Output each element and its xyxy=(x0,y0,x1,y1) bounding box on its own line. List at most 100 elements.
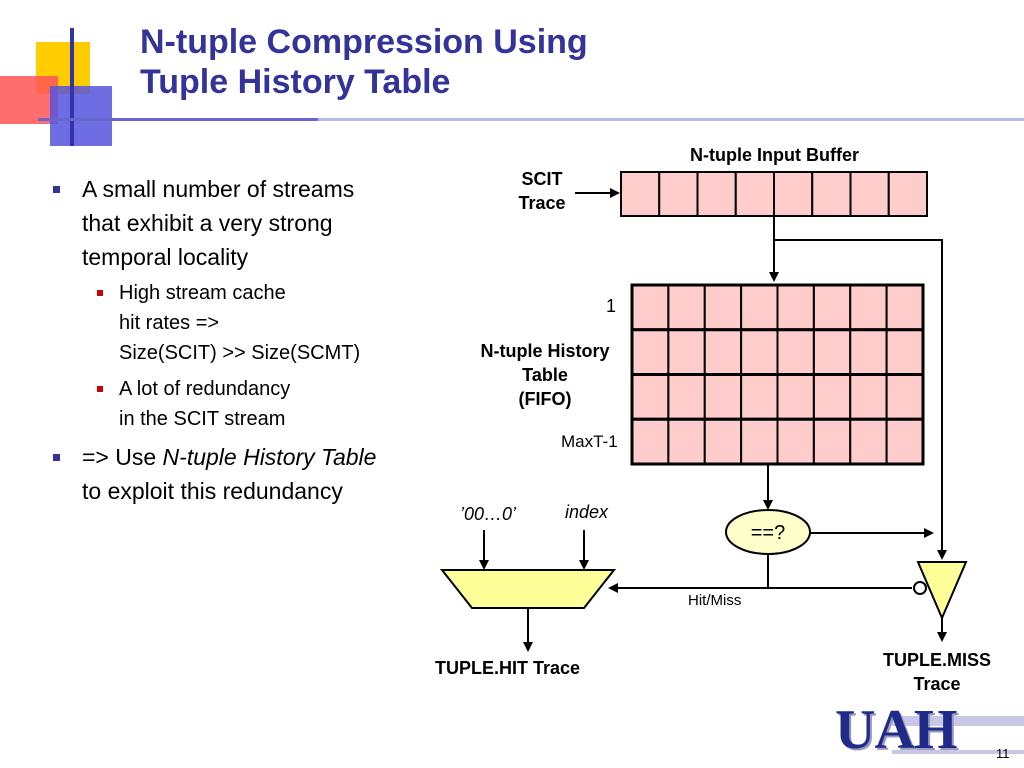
table-cell xyxy=(740,373,779,421)
table-cell xyxy=(667,373,706,421)
table-cell xyxy=(631,418,670,465)
uah-logo: UAH xyxy=(835,699,957,761)
buffer-cell xyxy=(658,171,699,217)
table-cell xyxy=(667,284,706,331)
history-label-line-1: N-tuple History xyxy=(480,341,610,361)
sub-bullet-1-line-2: hit rates => xyxy=(119,312,220,334)
table-cell xyxy=(776,284,815,331)
table-cell xyxy=(776,373,815,421)
inverter-bubble xyxy=(913,581,927,595)
table-cell xyxy=(812,328,852,376)
zeros-input-label: ’00…0’ xyxy=(460,504,517,524)
vertical-rule xyxy=(70,28,74,146)
history-label-line-2: Table xyxy=(522,365,568,385)
buffer-cell xyxy=(773,171,814,217)
buffer-to-miss-arrow xyxy=(774,239,947,560)
logo-bar-top xyxy=(892,716,1024,726)
miss-trace-label: TUPLE.MISS Trace xyxy=(866,648,1008,696)
table-cell xyxy=(703,373,743,421)
sub-bullet-1-line-3: Size(SCIT) >> Size(SCMT) xyxy=(119,342,361,364)
buffer-cell xyxy=(849,171,890,217)
miss-gate xyxy=(916,561,968,621)
bullet-2-prefix: => Use xyxy=(82,444,163,470)
scit-trace-label: SCIT Trace xyxy=(510,167,574,215)
buffer-cell xyxy=(887,171,928,217)
buffer-cell xyxy=(696,171,737,217)
title-line-1: N-tuple Compression Using xyxy=(140,23,588,61)
table-cell xyxy=(667,418,706,465)
bullet-marker xyxy=(53,454,60,461)
comparator-oval xyxy=(725,509,811,555)
table-cell xyxy=(885,373,924,421)
sub-bullet-1-line-1: High stream cache xyxy=(119,282,286,304)
corner-decoration xyxy=(0,28,1024,146)
multiplexer xyxy=(439,569,617,609)
scit-label-line-2: Trace xyxy=(518,193,566,213)
title-underline-accent xyxy=(38,118,318,121)
bullet-marker xyxy=(53,186,60,193)
sub-bullet-marker xyxy=(97,290,103,296)
bullet-2-line-1: => Use N-tuple History Table xyxy=(82,440,450,474)
table-cell xyxy=(703,418,743,465)
table-cell xyxy=(849,418,888,465)
logo-bar-bottom xyxy=(892,750,1024,754)
table-cell xyxy=(776,418,815,465)
table-cell xyxy=(631,284,670,331)
table-cell xyxy=(776,328,815,376)
logo-bars xyxy=(892,716,1024,754)
page-number: 11 xyxy=(996,746,1010,761)
sub-bullet-2: A lot of redundancy in the SCIT stream xyxy=(50,374,450,434)
miss-label-line-2: Trace xyxy=(913,674,961,694)
table-cell xyxy=(740,418,779,465)
table-row xyxy=(630,417,925,466)
table-cell xyxy=(849,373,888,421)
history-table xyxy=(630,283,925,466)
row-first-label: 1 xyxy=(606,296,617,316)
sub-bullet-marker xyxy=(97,386,103,392)
table-cell xyxy=(885,328,924,376)
hit-miss-select-arrow xyxy=(608,555,769,593)
buffer-cell xyxy=(734,171,775,217)
blue-square xyxy=(50,86,112,146)
table-cell xyxy=(849,328,888,376)
index-input-label: index xyxy=(565,502,609,522)
bullet-list: A small number of streams that exhibit a… xyxy=(50,172,450,512)
slide-title: N-tuple Compression Using Tuple History … xyxy=(140,22,588,102)
bullet-2-emphasis: N-tuple History Table xyxy=(162,444,377,470)
sub-bullet-1: High stream cache hit rates => Size(SCIT… xyxy=(50,278,450,368)
table-cell xyxy=(812,284,852,331)
bullet-1-line-2: that exhibit a very strong xyxy=(82,210,333,236)
bullet-1: A small number of streams that exhibit a… xyxy=(50,172,450,274)
red-square xyxy=(0,76,58,124)
bullet-2: => Use N-tuple History Table to exploit … xyxy=(50,440,450,508)
table-cell xyxy=(812,418,852,465)
buffer-cell xyxy=(811,171,852,217)
bullet-2-line-2: to exploit this redundancy xyxy=(82,478,343,504)
table-cell xyxy=(849,284,888,331)
history-label-line-3: (FIFO) xyxy=(518,389,572,409)
hit-trace-label: TUPLE.HIT Trace xyxy=(435,658,581,678)
table-cell xyxy=(885,418,924,465)
table-cell xyxy=(740,284,779,331)
table-cell xyxy=(631,328,670,376)
input-buffer xyxy=(620,171,928,217)
history-table-label: N-tuple History Table (FIFO) xyxy=(458,339,632,411)
row-last-label: MaxT-1 xyxy=(561,432,618,451)
scit-label-line-1: SCIT xyxy=(521,169,563,189)
hit-miss-label: Hit/Miss xyxy=(688,592,742,609)
table-cell xyxy=(631,373,670,421)
sub-bullet-2-line-2: in the SCIT stream xyxy=(119,408,286,430)
table-cell xyxy=(703,284,743,331)
input-buffer-label: N-tuple Input Buffer xyxy=(690,145,859,165)
bullet-1-line-1: A small number of streams xyxy=(82,176,355,202)
table-cell xyxy=(812,373,852,421)
title-line-2: Tuple History Table xyxy=(140,63,451,101)
bullet-1-line-3: temporal locality xyxy=(82,244,249,270)
sub-bullet-2-line-1: A lot of redundancy xyxy=(119,378,291,400)
title-underline xyxy=(38,118,1024,121)
table-cell xyxy=(740,328,779,376)
table-cell xyxy=(667,328,706,376)
table-cell xyxy=(885,284,924,331)
miss-label-line-1: TUPLE.MISS xyxy=(882,650,991,670)
